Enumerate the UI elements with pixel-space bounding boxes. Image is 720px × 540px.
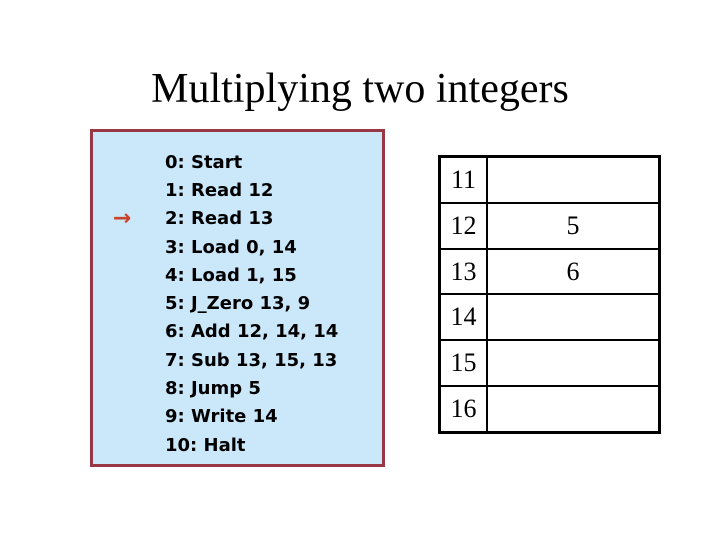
page-title: Multiplying two integers [151,66,569,112]
memory-value [488,341,658,385]
program-line-label: 9: Write 14 [165,406,278,428]
program-line-label: 10: Halt [165,434,246,456]
program-line-label: 1: Read 12 [165,179,274,201]
table-row: 11 [441,158,658,204]
memory-address: 15 [441,341,488,386]
program-line: 3: Load 0, 14 [93,233,382,261]
program-line-label: 4: Load 1, 15 [165,264,297,286]
program-listing-box: 0: Start 1: Read 12 → 2: Read 13 3: Load… [90,129,385,467]
program-line-current: → 2: Read 13 [93,205,382,233]
table-row: 16 [441,387,658,431]
memory-value: 5 [566,210,580,240]
program-line: 0: Start [93,148,382,176]
current-line-arrow-icon: → [112,206,132,232]
program-line: 7: Sub 13, 15, 13 [93,346,382,374]
program-line-label: 3: Load 0, 14 [165,236,297,258]
memory-address: 16 [441,387,488,431]
table-row: 13 6 [441,249,658,296]
program-line: 10: Halt [93,431,382,459]
program-line-label: 6: Add 12, 14, 14 [165,321,339,343]
program-line-label: 5: J_Zero 13, 9 [165,293,311,315]
program-line: 4: Load 1, 15 [93,261,382,289]
program-line: 1: Read 12 [93,176,382,204]
program-line-label: 8: Jump 5 [165,378,261,400]
program-line: 8: Jump 5 [93,374,382,402]
program-line: 6: Add 12, 14, 14 [93,318,382,346]
program-line-label: 2: Read 13 [165,208,274,230]
memory-value [488,387,658,431]
table-row: 12 5 [441,203,658,250]
memory-value: 6 [566,256,580,286]
program-line: 5: J_Zero 13, 9 [93,289,382,317]
table-row: 15 [441,341,658,388]
memory-address: 12 [441,203,488,248]
memory-value [488,158,658,202]
memory-address: 14 [441,295,488,340]
program-line-label: 0: Start [165,151,243,173]
table-row: 14 [441,295,658,342]
memory-table: 11 12 5 13 6 14 15 16 [438,155,661,434]
program-line: 9: Write 14 [93,403,382,431]
memory-address: 13 [441,249,488,294]
memory-value [488,295,658,339]
memory-address: 11 [441,158,488,202]
program-line-label: 7: Sub 13, 15, 13 [165,349,338,371]
